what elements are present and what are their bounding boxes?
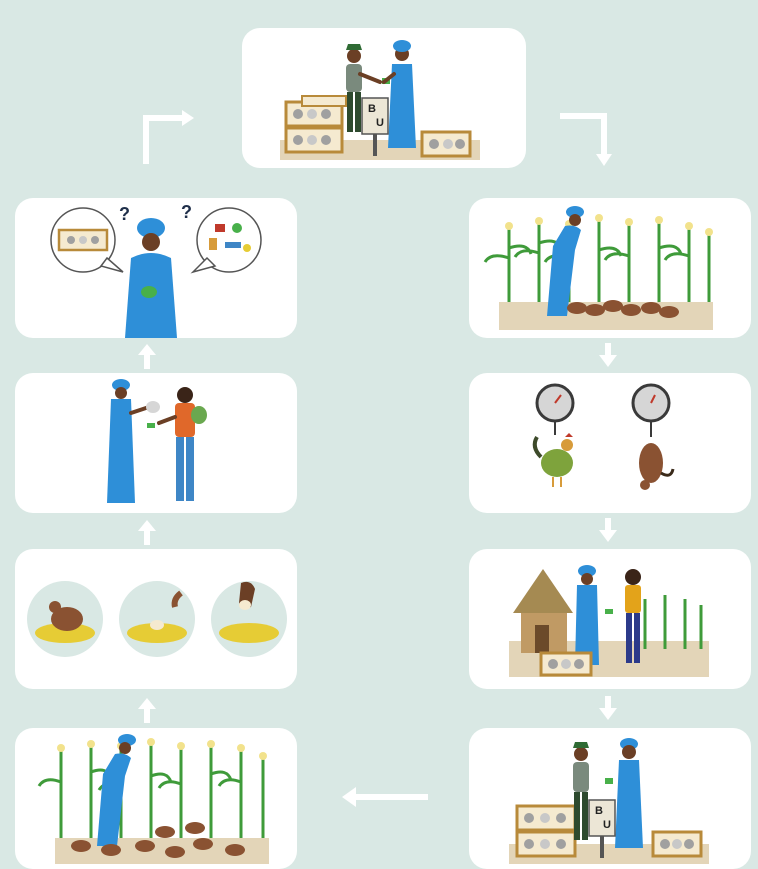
maize-plants-icon xyxy=(37,744,265,838)
farmer-figure-icon xyxy=(382,40,416,148)
panel-selling-eggs xyxy=(15,373,297,513)
hens-icon xyxy=(567,300,679,318)
maize-plants-icon xyxy=(483,220,711,302)
market-sale-illustration: B U xyxy=(509,738,709,864)
scale-icon xyxy=(535,383,575,435)
chicken-cage-icon xyxy=(539,651,593,677)
panel-free-range-maize xyxy=(469,198,751,338)
village-sale-illustration xyxy=(509,565,709,677)
farmer-figure-icon xyxy=(547,206,584,316)
scale-icon xyxy=(631,383,671,437)
arrow-down-3 xyxy=(599,696,617,720)
hand-taking-egg-circle xyxy=(211,581,287,657)
egg-laying-illustration xyxy=(27,581,287,657)
trader-figure-icon xyxy=(573,742,589,840)
chicken-cages-icon xyxy=(515,804,577,858)
arrow-top-right-elbow xyxy=(560,113,612,166)
egg-in-nest-circle xyxy=(119,581,195,657)
panel-maize-flock xyxy=(15,728,297,869)
egg-icon xyxy=(239,600,251,610)
panel-decision-thoughts: ? ? xyxy=(15,198,297,338)
hen-upside-down-icon xyxy=(639,443,675,490)
selling-eggs-illustration xyxy=(107,379,207,503)
panel-weighing-chickens xyxy=(469,373,751,513)
farmer-figure-icon xyxy=(615,738,643,848)
arrow-left-bottom xyxy=(342,787,428,807)
sign-letter-u: U xyxy=(376,117,384,129)
arrow-top-left-elbow xyxy=(143,110,194,164)
sign-letter-u: U xyxy=(603,819,611,831)
panel-village-sale xyxy=(469,549,751,689)
hen-on-nest-circle xyxy=(27,581,103,657)
panel-market-sale-bottom: B U xyxy=(469,728,751,869)
chicken-cages-icon xyxy=(284,95,347,154)
arrow-up-1 xyxy=(138,698,156,723)
tassels-icon xyxy=(505,214,713,236)
egg-icon xyxy=(150,620,164,630)
hut-icon xyxy=(513,569,573,653)
money-icon xyxy=(141,286,157,298)
free-range-maize-illustration xyxy=(483,206,713,330)
tassels-icon xyxy=(57,738,267,760)
money-icon xyxy=(605,609,613,614)
buyer-figure-icon xyxy=(625,569,641,663)
rooster-icon xyxy=(532,433,573,487)
egg-bag-icon xyxy=(146,401,160,413)
maize-plants-icon xyxy=(643,595,703,649)
money-icon xyxy=(605,778,613,784)
arrow-down-2 xyxy=(599,518,617,542)
chicken-cage-icon xyxy=(651,830,703,858)
hen-icon xyxy=(51,607,83,631)
question-mark-left: ? xyxy=(119,204,130,224)
question-mark-right: ? xyxy=(181,202,192,222)
baby-icon xyxy=(191,406,207,424)
decision-illustration: ? ? xyxy=(50,202,262,338)
weighing-illustration xyxy=(532,383,675,490)
trader-figure-icon xyxy=(346,44,382,132)
sign-letter-b: B xyxy=(368,103,376,115)
sign-icon: B U xyxy=(588,799,616,858)
chicken-cage-icon xyxy=(420,130,472,158)
sign-letter-b: B xyxy=(595,805,603,817)
market-sale-illustration: B U xyxy=(280,40,480,160)
arrow-up-3 xyxy=(138,344,156,369)
thought-bubble-goods xyxy=(190,207,262,274)
farmer-figure-icon xyxy=(575,565,599,665)
panel-market-sale-top: B U xyxy=(242,28,526,168)
mother-with-baby-icon xyxy=(157,387,207,501)
arrow-down-1 xyxy=(599,343,617,367)
farmer-figure-icon xyxy=(97,734,136,846)
sign-icon: B U xyxy=(361,97,389,156)
maize-flock-illustration xyxy=(37,734,269,864)
arrow-up-2 xyxy=(138,520,156,545)
thought-bubble-cage xyxy=(50,207,124,273)
panel-egg-laying xyxy=(15,549,297,689)
hens-icon xyxy=(71,822,245,858)
farmer-figure-icon xyxy=(107,379,151,503)
farmer-figure-icon xyxy=(125,218,177,338)
money-icon xyxy=(147,423,155,428)
